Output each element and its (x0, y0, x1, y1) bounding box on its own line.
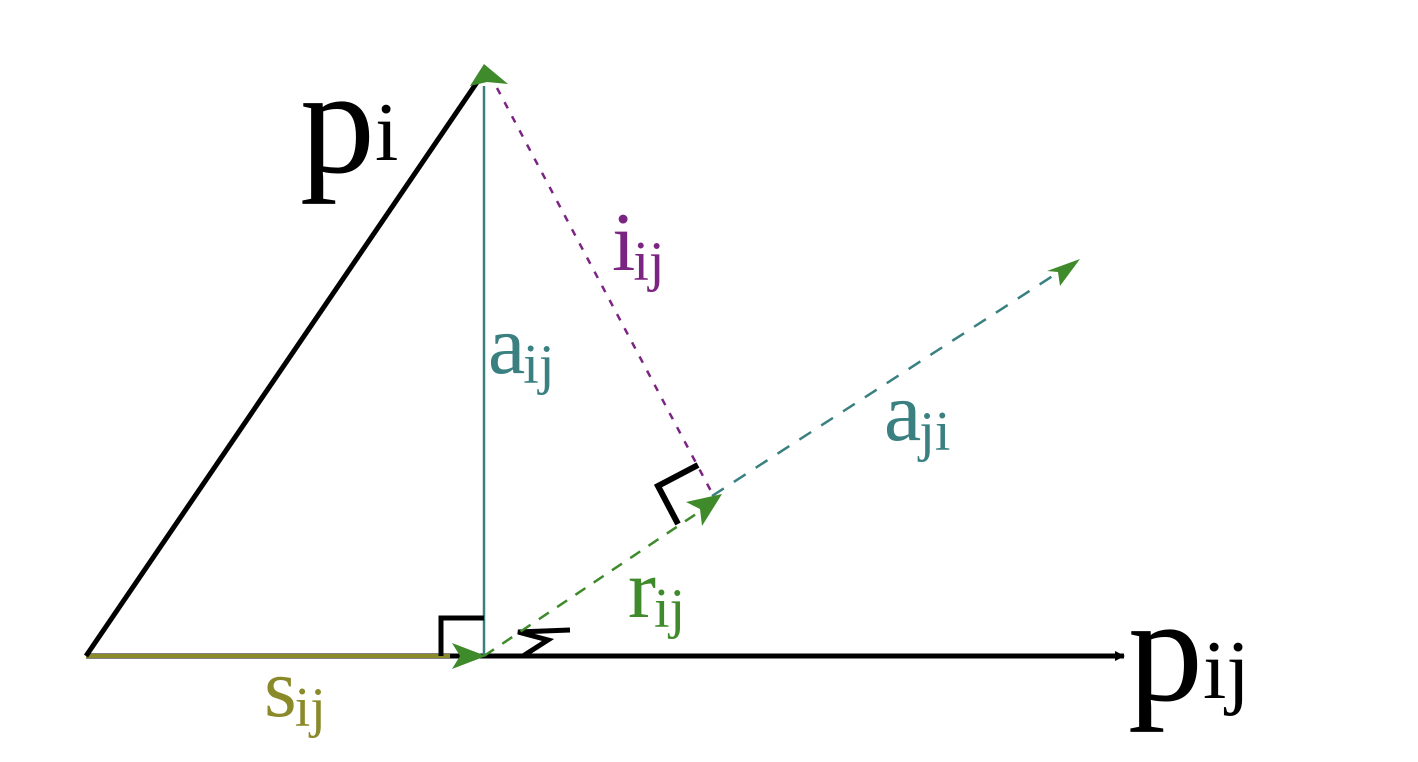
arrowhead-s-ij (452, 643, 486, 669)
arrowhead-a-ji (1047, 259, 1080, 286)
label-p-i: pi (300, 39, 398, 205)
label-s-ij: sij (264, 642, 326, 739)
right-angle-marker-r (517, 627, 571, 659)
right-angle-marker-s (438, 615, 484, 656)
vector-p-i (83, 70, 487, 658)
label-r-ij: rij (628, 543, 685, 640)
right-angle-marker-i (653, 462, 700, 526)
arrowhead-r-ij (686, 494, 722, 526)
arrowhead-p-i (470, 64, 508, 86)
vector-a-ji (711, 268, 1063, 498)
label-a-ij: aij (488, 299, 554, 396)
label-a-ji: aji (884, 366, 950, 463)
label-i-ij: iij (612, 196, 664, 293)
label-p-ij: pij (1128, 567, 1250, 733)
vector-i-ij (495, 87, 714, 494)
